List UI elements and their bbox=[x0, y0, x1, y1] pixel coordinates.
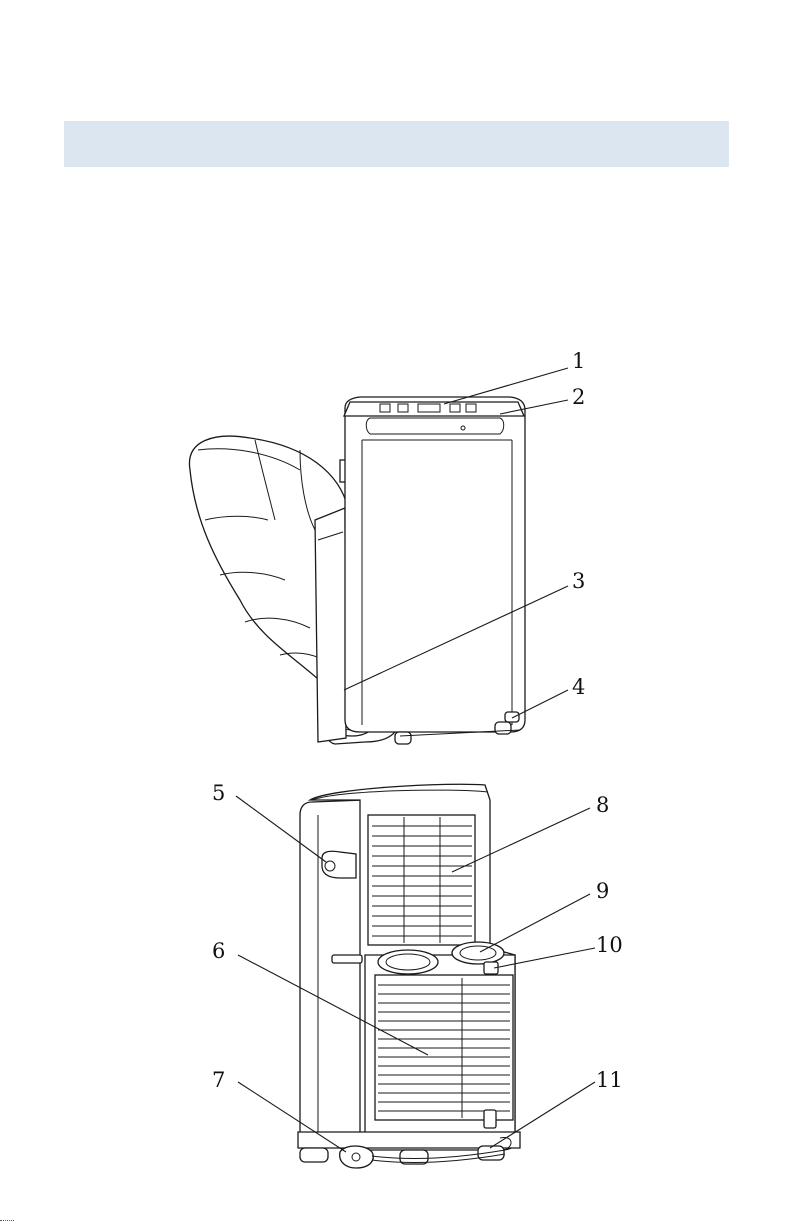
callout-10: 10 bbox=[596, 933, 623, 957]
callout-9: 9 bbox=[596, 879, 609, 903]
callout-1: 1 bbox=[572, 349, 585, 373]
callout-2: 2 bbox=[572, 385, 585, 409]
callout-8: 8 bbox=[596, 793, 609, 817]
callout-6: 6 bbox=[212, 939, 225, 963]
callout-11: 11 bbox=[596, 1068, 623, 1092]
front-view-unit bbox=[189, 397, 525, 744]
lower-grille bbox=[375, 975, 513, 1120]
callout-7: 7 bbox=[212, 1068, 225, 1092]
callout-4: 4 bbox=[572, 675, 585, 699]
page-edge-mark bbox=[0, 1220, 14, 1223]
rear-view-unit bbox=[298, 784, 520, 1168]
callout-5: 5 bbox=[212, 781, 225, 805]
callout-3: 3 bbox=[572, 569, 585, 593]
